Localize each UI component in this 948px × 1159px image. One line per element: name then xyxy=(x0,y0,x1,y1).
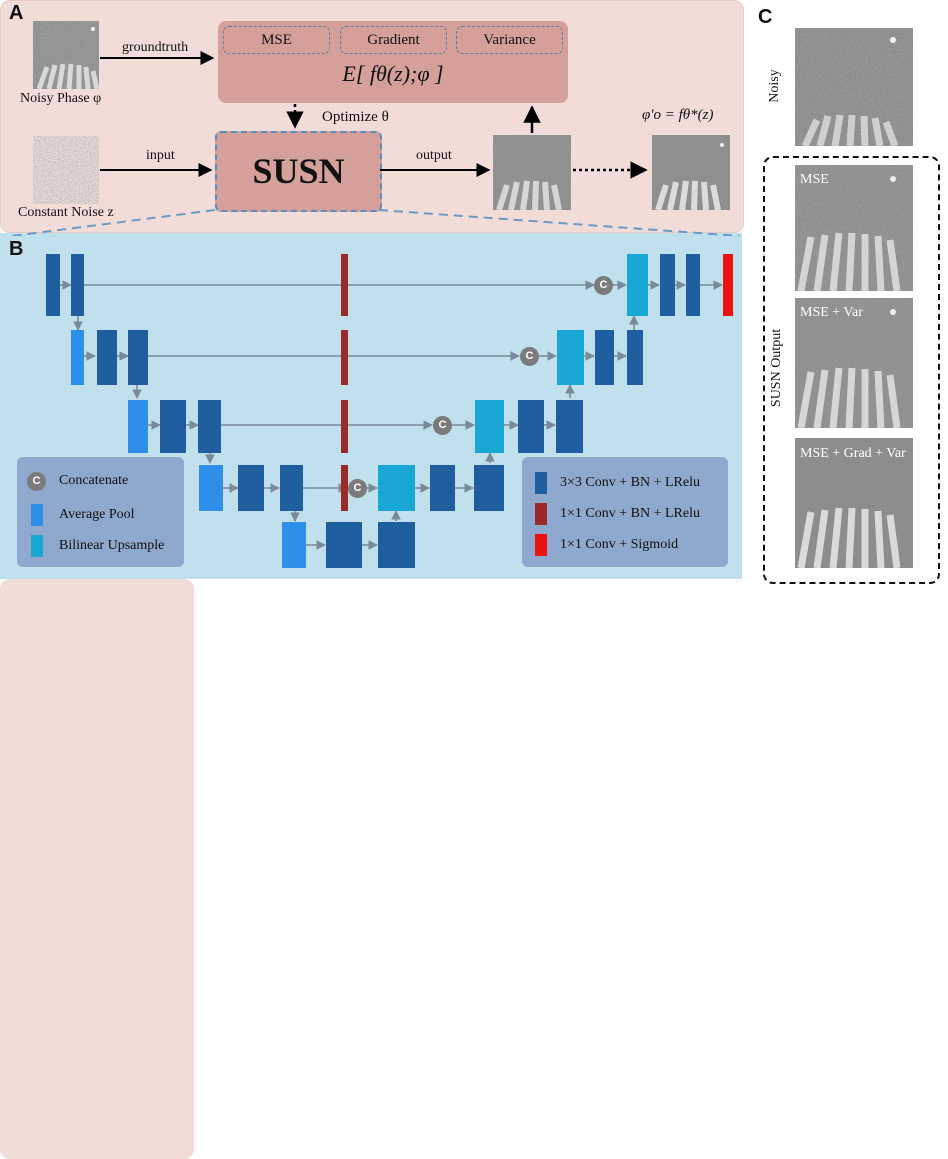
skip-conv1x1-level3 xyxy=(341,400,348,453)
skip-conv1x1-level2 xyxy=(341,330,348,385)
enc4-conv-b xyxy=(280,465,303,511)
legend-upsample: Bilinear Upsample xyxy=(59,538,165,553)
panel-c-letter: C xyxy=(758,6,773,28)
enc1-conv-a xyxy=(46,254,60,316)
result-image xyxy=(652,135,730,210)
dec4-conv-b xyxy=(474,465,504,511)
legend-conv3x3: 3×3 Conv + BN + LRelu xyxy=(560,475,700,490)
dec2-upsample xyxy=(557,330,584,385)
panel-a-letter: A xyxy=(9,2,24,24)
dec4-upsample xyxy=(378,465,415,511)
legend-concatenate: Concatenate xyxy=(59,473,129,488)
enc4-avgpool xyxy=(199,465,223,511)
legend-left: C Concatenate Average Pool Bilinear Upsa… xyxy=(17,457,184,567)
optimize-label: Optimize θ xyxy=(322,109,389,125)
output-image xyxy=(493,135,571,210)
constant-noise-image xyxy=(33,136,99,204)
legend-avgpool: Average Pool xyxy=(59,507,135,522)
legend-concat-icon: C xyxy=(27,472,46,491)
dec3-conv-b xyxy=(556,400,583,453)
output-sigmoid xyxy=(723,254,733,316)
dec1-conv-b xyxy=(686,254,700,316)
panel-c-mse-var-label: MSE + Var xyxy=(800,305,863,320)
output-label: output xyxy=(416,148,452,163)
susn-output-group xyxy=(763,156,940,584)
concat-node-level2: C xyxy=(520,347,539,366)
enc2-conv-b xyxy=(128,330,148,385)
enc2-avgpool xyxy=(71,330,84,385)
panel-c xyxy=(0,579,194,1159)
loss-mse: MSE xyxy=(223,26,330,54)
enc3-avgpool xyxy=(128,400,148,453)
enc3-conv-b xyxy=(198,400,221,453)
groundtruth-label: groundtruth xyxy=(122,40,189,55)
panel-c-noisy-image xyxy=(795,28,913,146)
legend-upsample-swatch xyxy=(31,535,43,557)
loss-formula: E[ fθ(z);φ ] xyxy=(342,61,444,86)
enc3-conv-a xyxy=(160,400,186,453)
panel-c-mse-image xyxy=(795,165,913,291)
noisy-side-label: Noisy xyxy=(767,69,782,103)
bottom-conv-a xyxy=(326,522,362,568)
enc4-conv-a xyxy=(238,465,264,511)
result-formula: φ'o = fθ*(z) xyxy=(642,107,714,123)
legend-sigmoid: 1×1 Conv + Sigmoid xyxy=(560,537,679,552)
concat-node-level3: C xyxy=(433,416,452,435)
panel-c-mse-grad-var-label: MSE + Grad + Var xyxy=(800,446,906,461)
dec3-upsample xyxy=(475,400,504,453)
skip-conv1x1-level4 xyxy=(341,465,348,511)
enc1-conv-b xyxy=(71,254,84,316)
dec1-conv-a xyxy=(660,254,675,316)
bottom-avgpool xyxy=(282,522,306,568)
legend-conv3x3-swatch xyxy=(535,472,547,494)
noisy-phase-image xyxy=(33,21,99,89)
susn-output-side-label: SUSN Output xyxy=(769,328,784,408)
loss-gradient: Gradient xyxy=(340,26,447,54)
legend-conv1x1-swatch xyxy=(535,503,547,525)
concat-node-level4: C xyxy=(348,479,367,498)
dec3-conv-a xyxy=(518,400,544,453)
unet-diagram xyxy=(46,254,733,568)
dec1-upsample xyxy=(627,254,648,316)
skip-conv1x1-level1 xyxy=(341,254,348,316)
legend-sigmoid-swatch xyxy=(535,534,547,556)
panel-c-mse-var-image xyxy=(795,298,913,428)
constant-noise-label: Constant Noise z xyxy=(18,205,114,220)
panel-a-arrows xyxy=(11,51,741,236)
enc2-conv-a xyxy=(97,330,117,385)
panel-b-letter: B xyxy=(9,238,24,260)
input-label: input xyxy=(146,148,175,163)
panel-c-mse-label: MSE xyxy=(800,172,829,187)
panel-c-mse-grad-var-image xyxy=(795,438,913,568)
loss-function-box: MSE Gradient Variance E[ fθ(z);φ ] xyxy=(218,21,568,103)
dec2-conv-a xyxy=(595,330,614,385)
susn-block: SUSN xyxy=(215,131,382,212)
bottom-conv-b xyxy=(378,522,415,568)
dec2-conv-b xyxy=(627,330,643,385)
concat-node-level1: C xyxy=(594,276,613,295)
legend-avgpool-swatch xyxy=(31,504,43,526)
legend-conv1x1: 1×1 Conv + BN + LRelu xyxy=(560,506,700,521)
dec4-conv-a xyxy=(430,465,455,511)
legend-right: 3×3 Conv + BN + LRelu 1×1 Conv + BN + LR… xyxy=(522,457,728,567)
loss-variance: Variance xyxy=(456,26,563,54)
noisy-phase-label: Noisy Phase φ xyxy=(20,91,102,106)
